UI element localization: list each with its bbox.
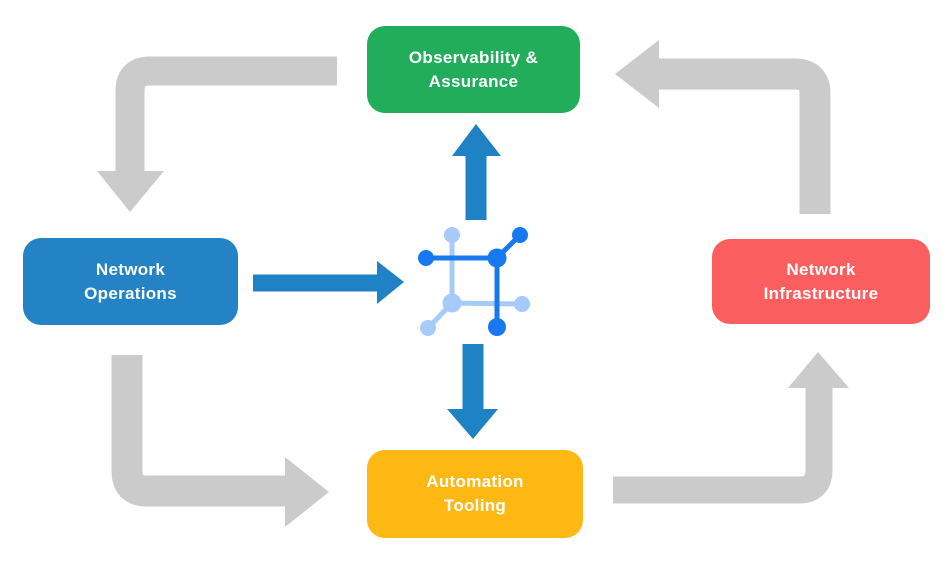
node-observability-assurance: Observability & Assurance [367, 26, 580, 113]
node-label-line: Assurance [428, 71, 519, 91]
blue-arrow-center-to-observability [452, 124, 501, 220]
node-label-line: Operations [84, 283, 177, 303]
node-label-line: Observability & [408, 47, 539, 67]
node-label-line: Automation [426, 472, 524, 491]
node-label-line: Tooling [443, 496, 507, 515]
gray-arrow-bottom-left [111, 355, 329, 527]
gray-arrow-top-right [615, 40, 831, 214]
node-automation-tooling: Automation Tooling [367, 450, 583, 538]
gray-arrow-bottom-right [613, 352, 849, 504]
blue-arrow-operations-to-center [253, 261, 404, 304]
blue-arrow-center-to-automation [447, 344, 498, 439]
gray-arrow-top-left [97, 56, 337, 212]
node-label-line: Network [786, 259, 856, 279]
network-mesh-icon [418, 227, 530, 336]
node-label-line: Network [95, 259, 166, 279]
node-label-line: Infrastructure [763, 283, 879, 303]
node-network-operations: Network Operations [23, 238, 238, 325]
node-network-infrastructure: Network Infrastructure [712, 239, 930, 324]
